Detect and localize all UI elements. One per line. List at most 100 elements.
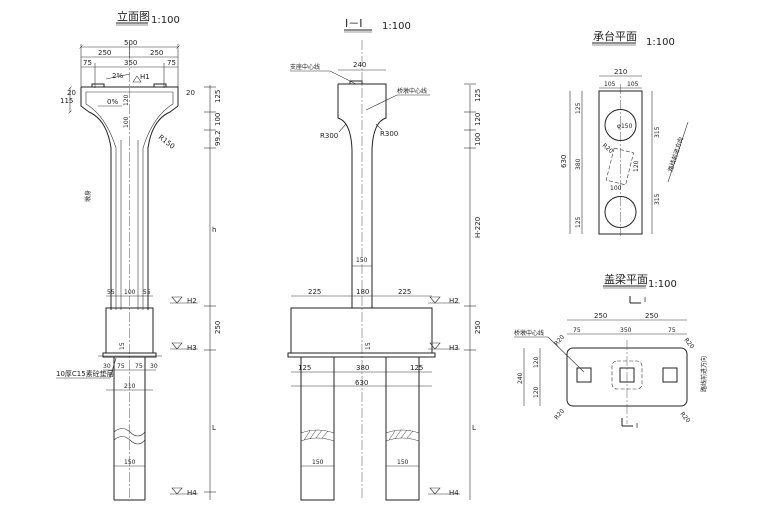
cap-v-630: 630 [560, 155, 568, 168]
level-h4: H4 [187, 489, 197, 497]
beam-plan-title: 盖梁平面 [604, 272, 648, 286]
title-beam-plan: 盖梁平面 1:100 [603, 272, 677, 290]
beam-dim-75-right: 75 [668, 327, 676, 334]
beam-r20-tl: R20 [553, 334, 566, 348]
sec-dim-180: 180 [356, 288, 369, 296]
sec-dim-225-left: 225 [308, 288, 321, 296]
dim-100-col: 100 [124, 289, 136, 296]
elevation-title: 立面图 [117, 9, 150, 23]
dim-20-left: 20 [67, 89, 76, 97]
sec-dim-150-col: 150 [356, 257, 368, 264]
title-cap-plan: 承台平面 1:100 [592, 29, 675, 48]
level-h2: H2 [187, 297, 197, 305]
v-99-2: 99.2 [214, 130, 222, 146]
v-250: 250 [214, 321, 222, 334]
level-h1: H1 [140, 73, 150, 81]
v-h: h [212, 226, 216, 234]
sec-level-h3: H3 [449, 344, 459, 352]
section-title: I－I [345, 17, 363, 30]
beam-road-direction: 路线前进方向 [700, 356, 708, 392]
dim-250-left: 250 [98, 49, 111, 57]
level-h3: H3 [187, 344, 197, 352]
cap-road-direction: 路线前进方向 [666, 136, 685, 173]
pier-cl-label: 桥墩中心线 [397, 87, 427, 95]
sec-v-250: 250 [474, 321, 482, 334]
cap-v-125-bot: 125 [575, 216, 582, 228]
dim-250-right: 250 [150, 49, 163, 57]
v-l: L [212, 424, 216, 432]
bearing-cl-label: 支座中心线 [290, 63, 320, 71]
cap-dim-100: 100 [610, 185, 622, 192]
beam-v-240: 240 [517, 372, 524, 384]
dim-100-v: 100 [123, 116, 130, 128]
elevation-view: 500 250 250 75 350 75 2% H1 0% 115 20 20 [56, 39, 222, 501]
cushion-note: 10厚C15素砼垫层 [56, 369, 114, 378]
sec-v-120: 120 [474, 113, 482, 126]
sec-r300-left: R300 [320, 132, 338, 140]
cap-dim-210: 210 [614, 68, 627, 76]
section-view: 240 支座中心线 桥墩中心线 R300 R300 150 225 180 22… [287, 40, 482, 501]
sec-dim-125-left: 125 [298, 364, 311, 372]
sec-dim-150-right: 150 [397, 459, 409, 466]
dim-20-right: 20 [186, 89, 195, 97]
beam-r20-tr: R20 [682, 337, 695, 351]
dim-30-right: 30 [150, 363, 158, 370]
dim-115: 115 [60, 97, 73, 105]
v-125: 125 [214, 90, 222, 103]
sec-v-h220: H-220 [474, 217, 482, 238]
sec-level-h2: H2 [449, 297, 459, 305]
cap-r20: R20 [601, 142, 615, 155]
title-elevation: 立面图 1:100 [116, 9, 180, 26]
sec-dim-125-right: 125 [410, 364, 423, 372]
sec-level-h4: H4 [449, 489, 459, 497]
sec-dim-225-right: 225 [398, 288, 411, 296]
elevation-scale: 1:100 [151, 15, 180, 26]
dim-75-b: 75 [135, 363, 143, 370]
cap-dim-120: 120 [633, 160, 640, 172]
beam-r20-bl: R20 [553, 408, 566, 422]
dim-15: 15 [119, 342, 126, 350]
cap-phi150: φ150 [617, 123, 633, 130]
pier-note: 墩身 [84, 190, 92, 202]
cap-v-380: 380 [575, 158, 582, 170]
beam-v-120-top: 120 [533, 356, 540, 368]
slope-0pct: 0% [107, 98, 118, 106]
cap-v-315-bot: 315 [654, 193, 661, 205]
beam-dim-350: 350 [620, 327, 632, 334]
beam-pier-cl-label: 桥墩中心线 [514, 329, 544, 337]
dim-210: 210 [124, 383, 136, 390]
dim-75-a: 75 [117, 363, 125, 370]
radius-r150: R150 [157, 133, 176, 151]
cap-v-315-top: 315 [654, 126, 661, 138]
sec-v-100: 100 [474, 133, 482, 146]
sec-dim-630: 630 [355, 379, 368, 387]
dim-30-left: 30 [103, 363, 111, 370]
dim-120-v: 120 [123, 94, 130, 106]
v-100: 100 [214, 113, 222, 126]
dim-150-pile: 150 [124, 459, 136, 466]
cap-plan-view: 210 105 105 φ150 100 120 R20 630 125 380… [560, 68, 689, 236]
dim-55-right: 55 [143, 289, 151, 296]
beam-dim-250-right: 250 [645, 312, 658, 320]
sec-dim-15: 15 [365, 342, 372, 350]
sec-dim-150-left: 150 [312, 459, 324, 466]
sec-dim-380: 380 [356, 364, 369, 372]
dim-75-right: 75 [167, 59, 176, 67]
beam-r20-br: R20 [678, 411, 691, 425]
cap-dim-105-right: 105 [627, 81, 639, 88]
beam-dim-75-left: 75 [573, 327, 581, 334]
slope-2pct: 2% [112, 72, 123, 80]
cap-plan-title: 承台平面 [593, 29, 637, 43]
beam-plan-view: I 250 250 75 350 75 桥墩中心线 240 120 120 R2… [514, 296, 708, 430]
beam-section-mark-bottom: I [636, 422, 638, 430]
sec-dim-240: 240 [353, 61, 366, 69]
beam-section-mark-top: I [644, 296, 646, 304]
sec-v-125: 125 [474, 89, 482, 102]
dim-500: 500 [124, 39, 137, 47]
sec-r300-right: R300 [380, 130, 398, 138]
cap-plan-scale: 1:100 [646, 37, 675, 48]
cap-v-125-top: 125 [575, 102, 582, 114]
beam-plan-scale: 1:100 [648, 279, 677, 290]
